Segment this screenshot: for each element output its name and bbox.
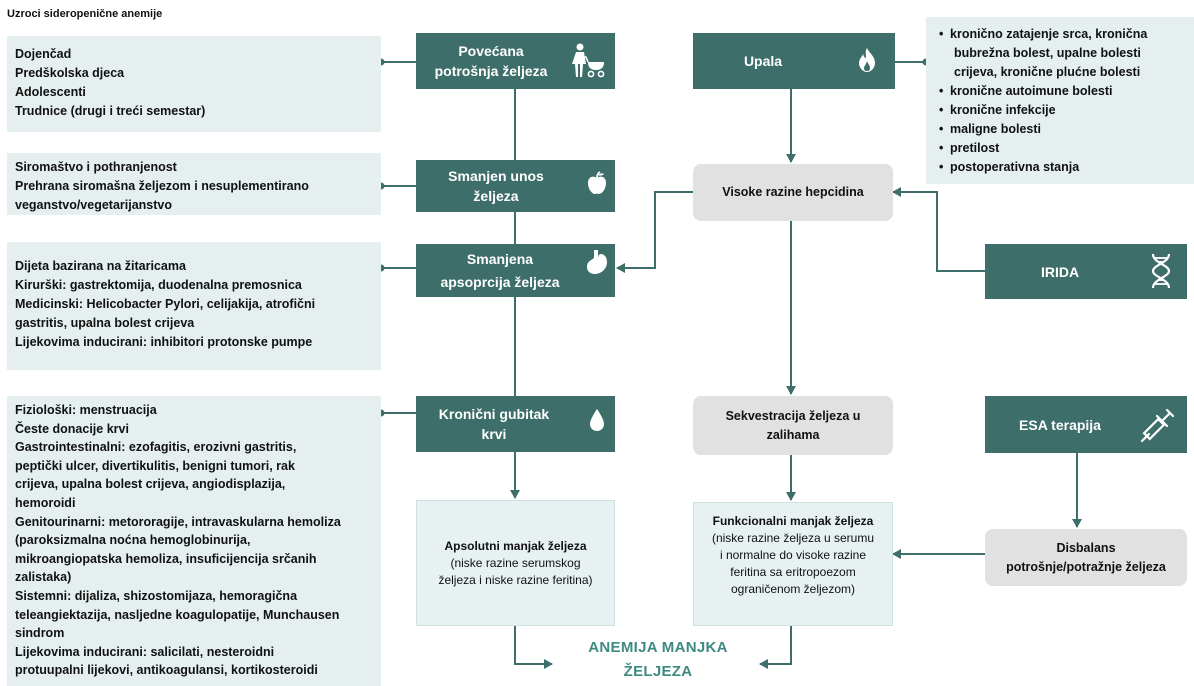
absorption-cause: Kirurški: gastrektomija, duodenalna prem…	[15, 278, 302, 292]
flame-icon	[857, 47, 877, 73]
blood-loss-cause: Gastrointestinalni: ezofagitis, erozivni…	[15, 440, 297, 455]
blood-loss-cause: Lijekovima inducirani: salicilati, neste…	[15, 644, 275, 659]
stomach-icon	[586, 249, 608, 275]
absorption-causes-box: Dijeta bazirana na žitaricama Kirurški: …	[7, 242, 381, 370]
inflammation-cause: bubrežna bolest, upalne bolesti	[954, 46, 1141, 60]
diagram-title: Uzroci sideropenične anemije	[7, 8, 163, 20]
demand-cause: Predškolska djeca	[15, 66, 125, 80]
absolute-iron-deficiency-note: željeza i niske razine feritina)	[438, 572, 593, 587]
blood-loss-cause: crijeva, upalna bolest crijeva, angiodis…	[15, 477, 286, 492]
reduced-intake-label: Smanjen unos	[448, 168, 544, 184]
result-label: ŽELJEZA	[623, 663, 693, 680]
inflammation-cause: maligne bolesti	[939, 120, 1184, 139]
arrow-irida-hepcidin	[892, 187, 985, 272]
demand-causes-box: Dojenčad Predškolska djeca Adolescenti T…	[7, 36, 381, 132]
blood-loss-cause: Genitourinarni: metororagije, intravasku…	[15, 514, 341, 529]
reduced-absorption-label: apsoprcija željeza	[440, 273, 560, 290]
chronic-blood-loss-label: krvi	[481, 426, 507, 442]
inflammation-cause: postoperativna stanja	[939, 158, 1184, 177]
absolute-iron-deficiency-box: Apsolutni manjak željeza (niske razine s…	[416, 500, 615, 626]
absolute-iron-deficiency-title: Apsolutni manjak željeza	[444, 538, 587, 553]
inflammation-cause: crijeva, kronične plućne bolesti	[954, 65, 1141, 79]
blood-loss-cause: mikroangiopatska hemoliza, insuficijenci…	[15, 551, 317, 566]
blood-loss-cause: teleangiektazija, nasljedne koagulopatij…	[15, 607, 340, 622]
absorption-cause: Lijekovima inducirani: inhibitori proton…	[15, 335, 313, 349]
demand-cause: Trudnice (drugi i treći semestar)	[15, 104, 206, 118]
reduced-absorption-box: Smanjena apsoprcija željeza	[416, 244, 615, 297]
absorption-cause: Dijeta bazirana na žitaricama	[15, 259, 186, 273]
chronic-blood-loss-label: Kronični gubitak	[438, 406, 550, 422]
consumption-imbalance-box: Disbalans potrošnje/potražnje željeza	[985, 529, 1187, 586]
mother-with-stroller-icon	[572, 42, 608, 80]
inflammation-box: Upala	[693, 33, 895, 89]
functional-iron-deficiency-box: Funkcionalni manjak željeza (niske razin…	[693, 502, 893, 626]
blood-loss-cause: zalistaka)	[15, 570, 72, 585]
inflammation-causes-box: kronično zatajenje srca, kronična bubrež…	[926, 17, 1194, 184]
iron-sequestration-box: Sekvestracija željeza u zalihama	[693, 396, 893, 455]
inflammation-cause: kronične autoimune bolesti	[939, 82, 1184, 101]
iron-deficiency-anemia-result: ANEMIJA MANJKA ŽELJEZA	[548, 636, 768, 684]
functional-iron-deficiency-note: ograničenom željezom)	[730, 582, 856, 596]
functional-iron-deficiency-note: (niske razine željeza u serumu	[711, 531, 875, 545]
irida-label: IRIDA	[1040, 263, 1080, 280]
functional-iron-deficiency-note: i normalne do visoke razine	[719, 548, 867, 562]
intake-cause: Siromaštvo i pothranjenost	[15, 160, 177, 174]
result-label: ANEMIJA MANJKA	[588, 639, 728, 656]
esa-therapy-box: ESA terapija	[985, 396, 1187, 453]
increased-consumption-box: Povećana potrošnja željeza	[416, 33, 615, 89]
inflammation-cause: kronične infekcije	[939, 101, 1184, 120]
inflammation-label: Upala	[743, 53, 783, 69]
iron-sequestration-label: zalihama	[766, 427, 820, 442]
blood-loss-cause: Fiziološki: menstruacija	[15, 403, 157, 417]
absorption-cause: gastritis, upalna bolest crijeva	[15, 316, 195, 330]
consumption-imbalance-label: Disbalans	[1056, 540, 1116, 555]
apple-icon	[587, 171, 607, 195]
syringe-icon	[1140, 407, 1176, 443]
consumption-imbalance-label: potrošnje/potražnje željeza	[1006, 559, 1166, 574]
reduced-absorption-label: Smanjena	[466, 250, 534, 267]
blood-loss-cause: (paroksizmalna noćna hemoglobinurija,	[15, 533, 251, 548]
blood-loss-causes-box: Fiziološki: menstruacija Česte donacije …	[7, 396, 381, 686]
absolute-iron-deficiency-note: (niske razine serumskog	[450, 555, 581, 570]
blood-loss-cause: Sistemni: dijaliza, shizostomijaza, hemo…	[15, 588, 298, 603]
blood-loss-cause: hemoroidi	[15, 495, 76, 510]
functional-iron-deficiency-title: Funkcionalni manjak željeza	[712, 514, 874, 528]
increased-consumption-label: potrošnja željeza	[434, 63, 548, 79]
esa-therapy-label: ESA terapija	[1019, 416, 1101, 433]
high-hepcidin-box: Visoke razine hepcidina	[693, 164, 893, 221]
absorption-cause: Medicinski: Helicobacter Pylori, celijak…	[15, 297, 316, 311]
intake-causes-box: Siromaštvo i pothranjenost Prehrana siro…	[7, 153, 381, 215]
chronic-blood-loss-box: Kronični gubitak krvi	[416, 396, 615, 452]
increased-consumption-label: Povećana	[458, 43, 524, 59]
irida-box: IRIDA	[985, 244, 1187, 299]
reduced-intake-box: Smanjen unos željeza	[416, 160, 615, 212]
blood-loss-cause: peptički ulcer, divertikulitis, benigni …	[15, 458, 295, 473]
arrow-functional-result	[759, 626, 792, 669]
demand-cause: Dojenčad	[15, 47, 72, 61]
reduced-intake-label: željeza	[473, 188, 519, 204]
blood-drop-icon	[589, 408, 605, 432]
high-hepcidin-label: Visoke razine hepcidina	[722, 185, 864, 199]
blood-loss-cause: sindrom	[15, 626, 65, 641]
intake-cause: Prehrana siromašna željezom i nesuplemen…	[15, 179, 309, 193]
demand-cause: Adolescenti	[15, 85, 86, 99]
blood-loss-cause: protuupalni lijekovi, antikoagulansi, ko…	[15, 663, 318, 678]
arrow-absolute-result	[514, 626, 553, 669]
iron-sequestration-label: Sekvestracija željeza u	[725, 408, 861, 423]
inflammation-cause: kronično zatajenje srca, kronična	[939, 25, 1184, 44]
intake-cause: veganstvo/vegetarijanstvo	[15, 198, 173, 212]
dna-icon	[1150, 253, 1172, 289]
arrow-hepcidin-absorption	[616, 191, 693, 273]
functional-iron-deficiency-note: feritina sa eritropoezom	[730, 565, 856, 579]
inflammation-cause: pretilost	[939, 139, 1184, 158]
blood-loss-cause: Česte donacije krvi	[15, 421, 129, 436]
